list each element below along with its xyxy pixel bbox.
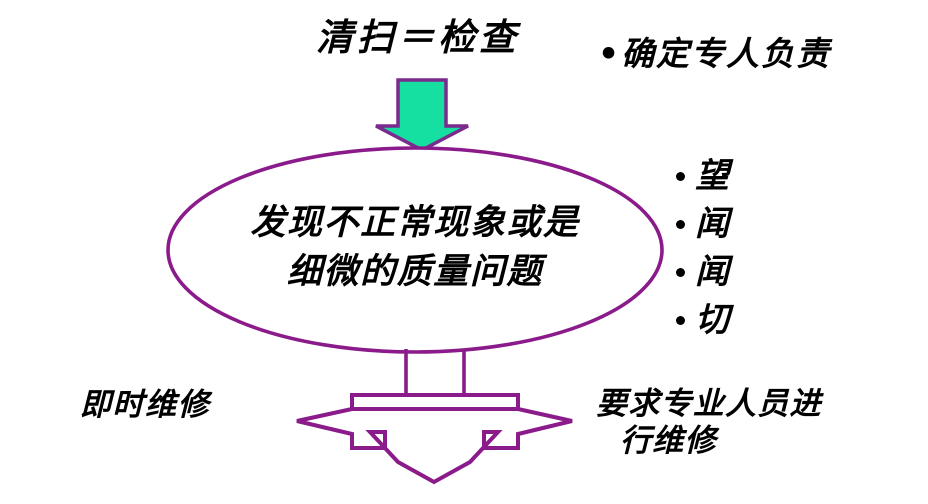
professional-repair-line-1: 要求专业人员进 [596,386,822,422]
page-title: 清扫＝检查 [316,15,520,59]
list-item: 切 [676,296,836,344]
list-item: 闻 [676,248,836,296]
sense-label-look: 望 [695,156,729,196]
sense-label-touch: 切 [695,300,729,340]
bullet-dot-icon [676,219,685,229]
main-ellipse-shape [166,146,664,354]
professional-repair-line-2: 行维修 [620,422,717,459]
green-down-arrow-shape [375,78,469,152]
assign-responsible-person-note: •确定专人负责 [598,34,831,73]
three-way-arrow-shape [296,393,573,485]
ellipse-label: 发现不正常现象或是 细微的质量问题 [250,202,580,292]
professional-repair-label: 要求专业人员进行维修 [596,386,822,459]
bullet-dot-icon [676,171,685,181]
sense-label-smell: 闻 [695,252,729,292]
bullet-dot-icon [676,267,685,277]
sense-label-listen: 闻 [695,204,729,244]
main-ellipse [166,146,664,354]
immediate-repair-label: 即时维修 [80,387,211,423]
bullet-dot-icon [676,315,685,325]
list-item: 闻 [676,200,836,248]
list-item: 望 [676,152,836,200]
inspection-senses-list: 望 闻 闻 切 [676,152,836,344]
three-way-arrow [296,393,573,485]
green-down-arrow [375,78,469,152]
